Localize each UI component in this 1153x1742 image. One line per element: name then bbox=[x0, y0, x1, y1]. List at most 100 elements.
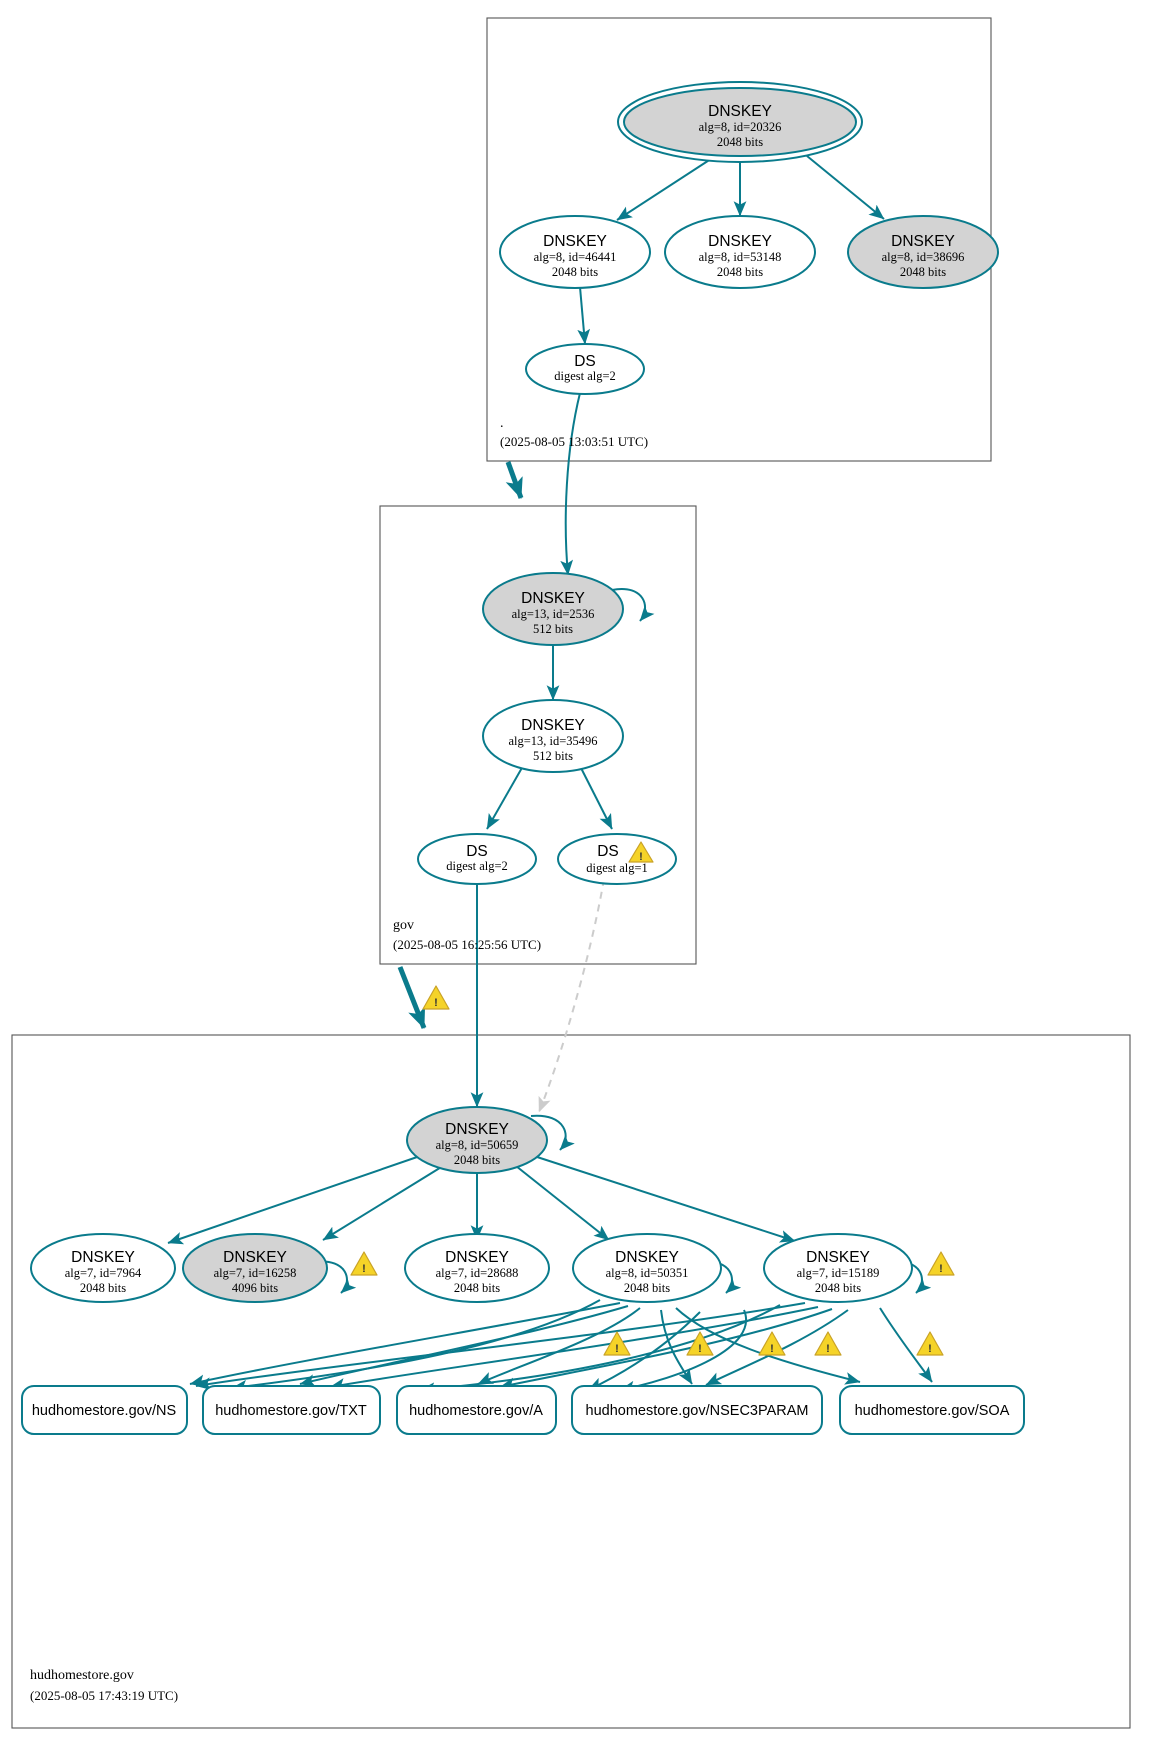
edge-50351-to-soa bbox=[675, 1307, 861, 1385]
node-hhs-key-15189-size: 2048 bits bbox=[815, 1281, 861, 1295]
node-hhs-key-16258[interactable] bbox=[182, 1233, 328, 1303]
warning-icon-rrsig-5: ! bbox=[916, 1331, 944, 1356]
node-hhs-key-7964-alg: alg=7, id=7964 bbox=[65, 1266, 142, 1280]
node-root-ksk-title: DNSKEY bbox=[708, 103, 772, 120]
node-gov-ksk-alg: alg=13, id=2536 bbox=[512, 607, 595, 621]
node-hhs-key-16258-alg: alg=7, id=16258 bbox=[214, 1266, 297, 1280]
node-hhs-key-7964-title: DNSKEY bbox=[71, 1249, 135, 1266]
node-hhs-key-28688-title: DNSKEY bbox=[445, 1249, 509, 1266]
rrset-txt-label: hudhomestore.gov/TXT bbox=[215, 1403, 367, 1419]
node-root-zsk-53148[interactable] bbox=[664, 215, 816, 289]
node-hhs-key-28688[interactable] bbox=[404, 1233, 550, 1303]
warning-glyph: ! bbox=[434, 997, 438, 1009]
edge-50351-to-nsec3param bbox=[660, 1309, 693, 1385]
node-root-zsk-38696[interactable] bbox=[847, 215, 999, 289]
node-root-zsk-53148-alg: alg=8, id=53148 bbox=[699, 250, 782, 264]
node-hhs-key-50351[interactable] bbox=[572, 1233, 722, 1303]
node-root-ds[interactable] bbox=[525, 343, 645, 395]
node-hhs-key-28688-alg: alg=7, id=28688 bbox=[436, 1266, 519, 1280]
node-gov-ds-alg1[interactable] bbox=[557, 833, 677, 885]
node-hhs-key-50351-size: 2048 bits bbox=[624, 1281, 670, 1295]
edge-delegation-gov-to-hhs bbox=[397, 966, 427, 1029]
node-gov-ds-alg2-title: DS bbox=[466, 843, 488, 860]
node-root-zsk-46441[interactable] bbox=[499, 215, 651, 289]
edge-gov-ds1-to-hhs-ksk bbox=[538, 878, 605, 1113]
edge-delegation-root-to-gov bbox=[505, 461, 524, 499]
edge-gov-zsk-to-ds2 bbox=[486, 765, 524, 830]
node-hhs-ksk[interactable] bbox=[406, 1106, 548, 1174]
node-root-zsk-53148-size: 2048 bits bbox=[717, 265, 763, 279]
edge-hhs-ksk-to-16258 bbox=[322, 1165, 444, 1241]
node-root-zsk-46441-title: DNSKEY bbox=[543, 233, 607, 250]
edge-15189-to-ns bbox=[195, 1302, 806, 1391]
edge-root-46441-to-ds bbox=[577, 286, 591, 345]
edge-hhs-ksk-self bbox=[530, 1114, 575, 1151]
rrset-nsec3param-label: hudhomestore.gov/NSEC3PARAM bbox=[586, 1403, 809, 1419]
rrset-soa[interactable] bbox=[839, 1385, 1025, 1435]
node-root-zsk-46441-alg: alg=8, id=46441 bbox=[534, 250, 617, 264]
node-gov-ksk-size: 512 bits bbox=[533, 622, 573, 636]
warning-glyph: ! bbox=[770, 1343, 774, 1355]
node-gov-zsk-size: 512 bits bbox=[533, 749, 573, 763]
node-root-ksk-alg: alg=8, id=20326 bbox=[699, 120, 782, 134]
node-root-ksk[interactable] bbox=[623, 87, 857, 157]
node-hhs-key-16258-size: 4096 bits bbox=[232, 1281, 278, 1295]
warning-glyph: ! bbox=[939, 1263, 943, 1275]
node-hhs-ksk-size: 2048 bits bbox=[454, 1153, 500, 1167]
warning-icon-delegation-gov: ! bbox=[422, 985, 450, 1010]
node-root-zsk-53148-title: DNSKEY bbox=[708, 233, 772, 250]
warning-glyph: ! bbox=[826, 1343, 830, 1355]
edge-extra-to-ns-b bbox=[231, 1299, 601, 1393]
node-hhs-key-7964[interactable] bbox=[30, 1233, 176, 1303]
edge-extra-to-nsec3param-b bbox=[619, 1309, 747, 1394]
node-gov-zsk[interactable] bbox=[482, 699, 624, 773]
edge-gov-zsk-to-ds1 bbox=[579, 765, 613, 830]
rrset-a[interactable] bbox=[396, 1385, 557, 1435]
zone-timestamp-gov: (2025-08-05 16:25:56 UTC) bbox=[393, 937, 541, 952]
warning-icon-key-16258: ! bbox=[350, 1251, 378, 1276]
edge-50351-to-ns bbox=[189, 1302, 621, 1388]
node-hhs-ksk-title: DNSKEY bbox=[445, 1121, 509, 1138]
edge-hhs-ksk-to-15189 bbox=[533, 1155, 796, 1243]
warning-icon-key-15189: ! bbox=[927, 1251, 955, 1276]
warning-icon-rrsig-3: ! bbox=[758, 1331, 786, 1356]
node-hhs-key-15189-title: DNSKEY bbox=[806, 1249, 870, 1266]
edge-15189-to-soa bbox=[879, 1307, 933, 1383]
node-hhs-key-50351-title: DNSKEY bbox=[615, 1249, 679, 1266]
rrset-txt[interactable] bbox=[202, 1385, 381, 1435]
node-hhs-key-15189-alg: alg=7, id=15189 bbox=[797, 1266, 880, 1280]
node-gov-ds-alg1-digest: digest alg=1 bbox=[586, 861, 648, 875]
edge-gov-ksk-self bbox=[611, 588, 655, 622]
node-root-zsk-46441-size: 2048 bits bbox=[552, 265, 598, 279]
node-hhs-key-15189[interactable] bbox=[763, 1233, 913, 1303]
edge-root-ds-to-gov-ksk bbox=[560, 392, 581, 576]
rrset-ns[interactable] bbox=[21, 1385, 188, 1435]
edge-extra-to-a-c bbox=[419, 1304, 781, 1396]
node-gov-ds-alg2[interactable] bbox=[417, 833, 537, 885]
warning-glyph: ! bbox=[639, 851, 643, 863]
warning-glyph: ! bbox=[698, 1343, 702, 1355]
node-hhs-ksk-alg: alg=8, id=50659 bbox=[436, 1138, 519, 1152]
edge-15189-to-a bbox=[499, 1308, 833, 1391]
node-root-zsk-38696-alg: alg=8, id=38696 bbox=[882, 250, 965, 264]
edge-extra-to-a-b bbox=[587, 1311, 701, 1391]
node-gov-ksk[interactable] bbox=[482, 572, 624, 646]
node-gov-zsk-title: DNSKEY bbox=[521, 717, 585, 734]
zone-label-hudhomestore: hudhomestore.gov bbox=[30, 1668, 134, 1683]
zone-timestamp-hudhomestore: (2025-08-05 17:43:19 UTC) bbox=[30, 1688, 178, 1703]
rrset-nsec3param[interactable] bbox=[571, 1385, 823, 1435]
edge-50351-to-txt bbox=[299, 1305, 629, 1387]
warning-glyph: ! bbox=[928, 1343, 932, 1355]
node-root-zsk-38696-size: 2048 bits bbox=[900, 265, 946, 279]
warning-icon-rrsig-2: ! bbox=[686, 1331, 714, 1356]
warning-icon-rrsig-4: ! bbox=[814, 1331, 842, 1356]
rrset-ns-label: hudhomestore.gov/NS bbox=[32, 1403, 176, 1419]
warning-glyph: ! bbox=[362, 1263, 366, 1275]
edge-hhs-ksk-to-50351 bbox=[515, 1165, 610, 1241]
zone-label-root: . bbox=[500, 416, 504, 431]
node-root-zsk-38696-title: DNSKEY bbox=[891, 233, 955, 250]
node-gov-ds-alg1-title: DS bbox=[597, 843, 619, 860]
rrset-soa-label: hudhomestore.gov/SOA bbox=[855, 1403, 1010, 1419]
node-root-ds-title: DS bbox=[574, 353, 596, 370]
